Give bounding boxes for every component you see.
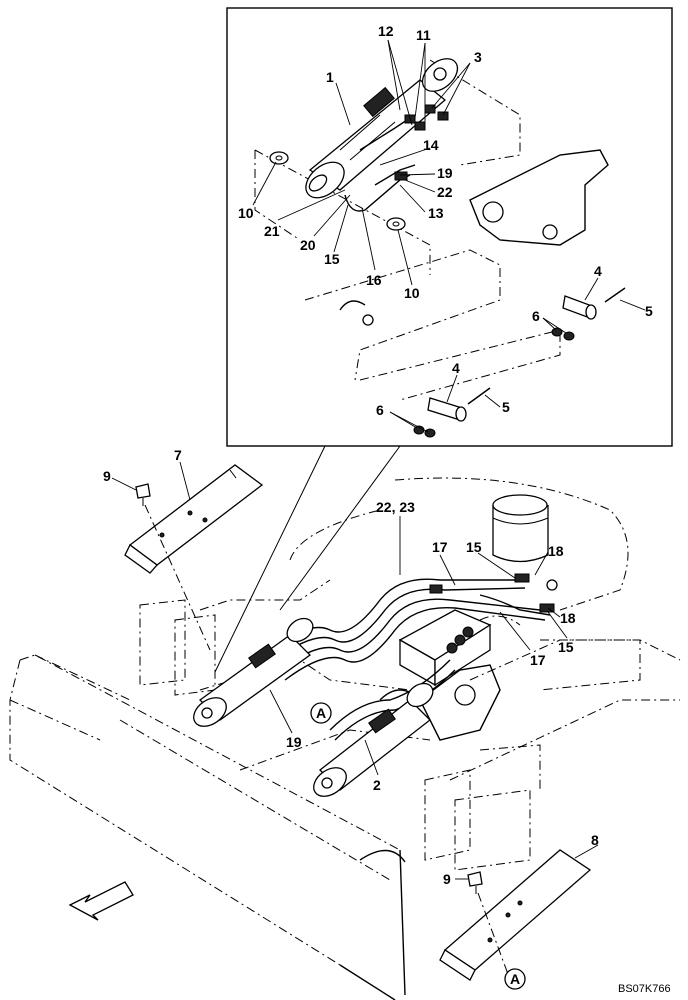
- hose-fittings-main: [429, 573, 558, 613]
- callout-4a: 4: [594, 263, 602, 279]
- callout-19b: 19: [286, 734, 302, 750]
- pin-4-lower: [427, 397, 467, 422]
- bolt-9-upper: [135, 483, 151, 506]
- callout-15c: 15: [558, 639, 574, 655]
- cover-plate-8: [439, 849, 592, 981]
- callout-22-23: 22, 23: [376, 499, 415, 515]
- callout-18b: 18: [560, 610, 576, 626]
- callout-19a: 19: [437, 165, 453, 181]
- callout-21: 21: [264, 223, 280, 239]
- bolt-9-lower-axis: [477, 892, 513, 986]
- inset-arm-pin-hole: [482, 201, 504, 223]
- callout-9b: 9: [443, 871, 451, 887]
- section-marker-a: A: [316, 705, 326, 721]
- inset-frame-outline: [429, 59, 521, 166]
- inset-bracket-outline: [304, 249, 501, 381]
- part-callouts: 1 12 11 3 14 19 22 13 10 21 20 15 16 10 …: [103, 23, 671, 995]
- callout-5a: 5: [645, 303, 653, 319]
- control-valve-block: [398, 609, 492, 687]
- inset-leaders: [252, 39, 646, 433]
- callout-17a: 17: [432, 539, 448, 555]
- detail-connector-right: [279, 445, 401, 611]
- callout-3: 3: [474, 49, 482, 65]
- cylinder-2-main: [313, 682, 434, 797]
- main-leaders: [111, 461, 599, 880]
- callout-6a: 6: [532, 308, 540, 324]
- cylinder-1-main: [193, 617, 314, 727]
- inset-bracket-lower: [359, 329, 561, 401]
- callout-1: 1: [326, 69, 334, 85]
- detail-inset-frame: [226, 7, 673, 447]
- callout-10b: 10: [404, 285, 420, 301]
- bolt-5-upper: [604, 287, 626, 303]
- inset-blade-arm: [469, 149, 609, 246]
- callout-12: 12: [378, 23, 394, 39]
- section-marker-a-bottom: A: [510, 971, 520, 987]
- callout-6b: 6: [376, 402, 384, 418]
- callout-22: 22: [437, 184, 453, 200]
- swivel-joint: [492, 494, 549, 563]
- callout-18a: 18: [548, 543, 564, 559]
- inset-hose-19: [374, 164, 416, 186]
- bolt-5-lower: [467, 387, 491, 405]
- callout-17b: 17: [530, 652, 546, 668]
- nut-6-upper-b: [563, 331, 575, 341]
- front-direction-arrow-icon: [68, 881, 134, 921]
- callout-9a: 9: [103, 468, 111, 484]
- callout-11: 11: [416, 27, 431, 43]
- bracket-hole: [362, 314, 374, 326]
- nut-6-upper-a: [551, 327, 563, 337]
- callout-7: 7: [174, 447, 182, 463]
- callout-15b: 15: [466, 539, 482, 555]
- pin-4-upper: [562, 295, 597, 320]
- bolt-9-lower: [467, 871, 483, 894]
- cylinder-detail: [305, 58, 459, 199]
- callout-13: 13: [428, 205, 444, 221]
- cover-plate-7: [124, 464, 264, 574]
- bolt-9-upper-axis: [144, 504, 211, 651]
- detail-connector-left: [214, 445, 326, 673]
- washer-10-left: [269, 151, 289, 165]
- dozer-blade: [9, 654, 406, 1000]
- callout-8: 8: [591, 832, 599, 848]
- inset-arm-pin-hole-2: [542, 224, 558, 240]
- callout-2: 2: [373, 777, 381, 793]
- nut-6-lower-b: [424, 428, 436, 438]
- washer-10-right: [386, 217, 406, 231]
- drawing-reference-code: BS07K766: [618, 983, 671, 995]
- inset-mount-outline: [254, 149, 431, 275]
- callout-15a: 15: [324, 251, 340, 267]
- callout-14: 14: [423, 137, 439, 153]
- callout-10a: 10: [238, 205, 254, 221]
- callout-20: 20: [300, 237, 316, 253]
- callout-5b: 5: [502, 399, 510, 415]
- callout-16: 16: [366, 272, 382, 288]
- section-marker-a-circle: [310, 702, 332, 724]
- callout-4b: 4: [452, 360, 460, 376]
- section-marker-a-bottom-circle: [504, 968, 526, 990]
